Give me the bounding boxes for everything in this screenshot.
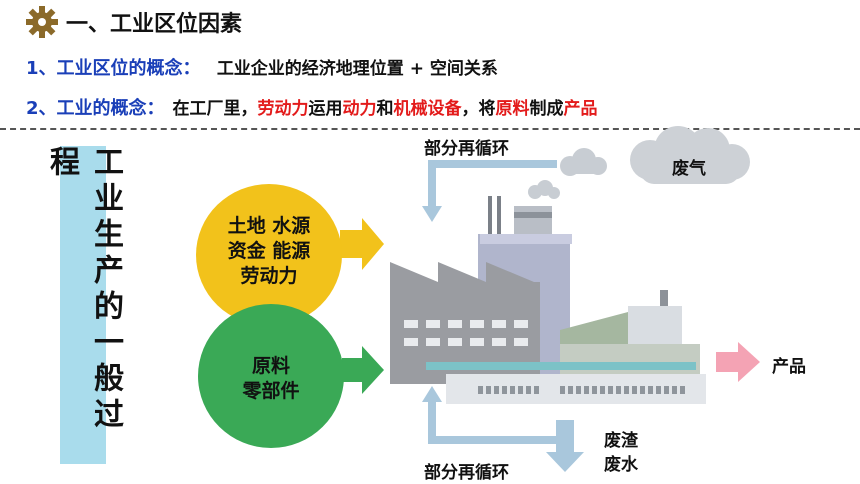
concept-2-text-b: 运用 <box>308 99 343 119</box>
gear-icon <box>26 6 58 38</box>
material-line-2: 零部件 <box>242 380 300 402</box>
recycle-arrow-top <box>422 160 557 222</box>
input-arrow-bottom <box>342 346 384 394</box>
recycle-arrow-bottom <box>422 386 556 444</box>
side-title: 工业生产的一般过程 <box>44 146 123 434</box>
resource-line-1: 土地 水源 <box>227 215 311 237</box>
term-power: 动力 <box>342 99 377 119</box>
concept-1-label: 1、工业区位的概念： <box>26 58 201 79</box>
resource-line-2: 资金 能源 <box>227 240 311 262</box>
concept-1: 1、工业区位的概念： 工业企业的经济地理位置 + 空间关系 <box>26 54 498 80</box>
recycle-label-top: 部分再循环 <box>424 139 509 159</box>
divider <box>0 128 860 130</box>
waste-residue-label: 废渣 <box>604 431 638 451</box>
term-product: 产品 <box>563 99 598 119</box>
term-machinery: 机械设备 <box>393 99 462 119</box>
inputs-circle-resources: 土地 水源 资金 能源 劳动力 <box>196 184 342 326</box>
concept-1-text: 工业企业的经济地理位置 + 空间关系 <box>216 59 498 79</box>
exhaust-cloud-icon <box>630 126 750 184</box>
concept-2-text-d: ，将 <box>461 99 496 119</box>
resource-line-3: 劳动力 <box>240 265 298 287</box>
recycle-label-bottom: 部分再循环 <box>424 463 509 483</box>
exhaust-label: 废气 <box>672 159 706 179</box>
term-laborforce: 劳动力 <box>257 99 309 119</box>
concept-2-text-c: 和 <box>376 99 394 119</box>
waste-arrow <box>546 420 584 472</box>
concept-2-text-a: 在工厂里， <box>172 99 258 119</box>
concept-2-label: 2、工业的概念： <box>26 98 165 119</box>
inputs-circle-materials: 原料 零部件 <box>198 304 344 448</box>
concept-2-text-e: 制成 <box>529 99 564 119</box>
input-arrow-top <box>340 218 384 270</box>
small-cloud-icon <box>560 148 607 176</box>
waste-water-label: 废水 <box>604 455 638 475</box>
material-line-1: 原料 <box>251 355 290 377</box>
concept-2: 2、工业的概念： 在工厂里，劳动力运用动力和机械设备，将原料制成产品 <box>26 94 598 120</box>
page-title: 一、工业区位因素 <box>66 12 243 37</box>
term-rawmaterial: 原料 <box>495 99 530 119</box>
product-label: 产品 <box>772 357 806 377</box>
smoke-puff-icon <box>528 180 560 199</box>
side-title-box: 工业生产的一般过程 <box>44 146 123 464</box>
product-arrow <box>716 342 760 382</box>
